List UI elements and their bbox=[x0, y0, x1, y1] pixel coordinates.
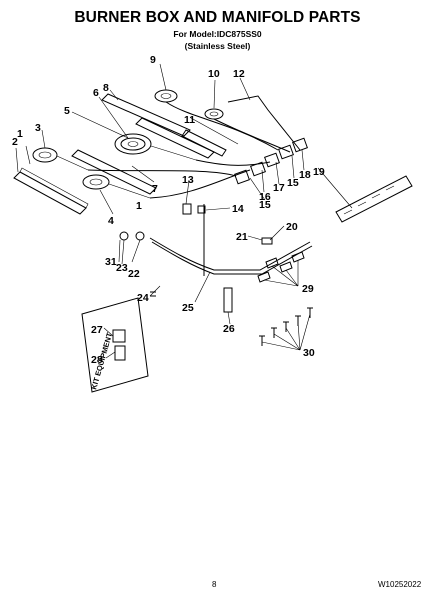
callout-15b: 15 bbox=[259, 199, 271, 211]
callout-29: 29 bbox=[302, 283, 314, 295]
callout-16: 16 bbox=[259, 191, 271, 203]
callout-22: 22 bbox=[128, 268, 140, 280]
callout-15: 15 bbox=[287, 177, 299, 189]
callout-30: 30 bbox=[303, 347, 315, 359]
callout-26: 26 bbox=[223, 323, 235, 335]
gas-valves bbox=[234, 137, 308, 185]
finish-line: (Stainless Steel) bbox=[184, 41, 251, 51]
callout-5: 5 bbox=[64, 105, 70, 117]
burner-box-rails bbox=[13, 93, 227, 215]
screws-30 bbox=[259, 307, 313, 346]
callout-8: 8 bbox=[103, 82, 109, 94]
leader-lines bbox=[15, 63, 353, 359]
igniter-harness bbox=[335, 175, 413, 223]
page-number: 8 bbox=[212, 580, 217, 589]
callout-1: 2 bbox=[12, 136, 18, 148]
callout-1b: 1 bbox=[136, 200, 142, 212]
callout-19: 19 bbox=[313, 166, 325, 178]
kit-equipment-bag bbox=[81, 297, 149, 393]
callout-18: 18 bbox=[299, 169, 311, 181]
callout-31: 31 bbox=[105, 256, 117, 268]
callout-7: 7 bbox=[152, 183, 158, 195]
callout-13: 13 bbox=[182, 174, 194, 186]
callout-23: 23 bbox=[116, 262, 128, 274]
callout-20: 20 bbox=[286, 221, 298, 233]
gas-tubes bbox=[87, 95, 301, 199]
callout-27: 27 bbox=[91, 324, 103, 336]
callout-10: 10 bbox=[208, 68, 220, 80]
manifold-pipe bbox=[149, 204, 313, 276]
callout-2: 1 bbox=[17, 128, 23, 140]
callout-4: 4 bbox=[108, 215, 114, 227]
callout-17: 17 bbox=[273, 182, 285, 194]
callout-21: 21 bbox=[236, 231, 248, 243]
callout-6: 6 bbox=[93, 87, 99, 99]
brackets-29 bbox=[257, 251, 305, 283]
callout-25: 25 bbox=[182, 302, 194, 314]
callout-11: 11 bbox=[184, 114, 195, 126]
page-title: BURNER BOX AND MANIFOLD PARTS bbox=[74, 9, 361, 26]
callout-14: 14 bbox=[232, 203, 244, 215]
callout-3: 3 bbox=[35, 122, 41, 134]
callout-24: 24 bbox=[137, 292, 149, 304]
callout-28: 28 bbox=[91, 354, 103, 366]
model-line: For Model:IDC875SS0 bbox=[173, 29, 262, 39]
callout-9: 9 bbox=[150, 54, 156, 66]
callout-12: 12 bbox=[233, 68, 245, 80]
callout-numbers: 2 1 3 4 5 6 8 1 7 9 10 12 11 13 14 15 16… bbox=[12, 54, 325, 366]
document-code: W10252022 bbox=[378, 580, 422, 589]
burner-assemblies bbox=[32, 89, 224, 199]
